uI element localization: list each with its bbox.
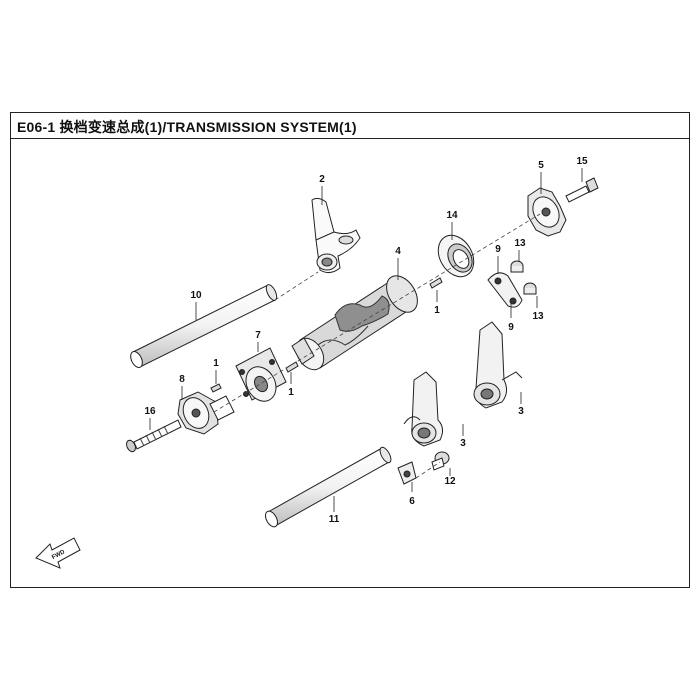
diagram-title: E06-1 换档变速总成(1)/TRANSMISSION SYSTEM(1) [17,119,357,135]
diagram-frame: E06-1 换档变速总成(1)/TRANSMISSION SYSTEM(1) [10,112,690,588]
shift-fork-lower-right [473,321,523,409]
pin-holder-hub [235,347,287,402]
screw-lower-center [431,451,450,471]
title-bar: E06-1 换档变速总成(1)/TRANSMISSION SYSTEM(1) [11,113,689,139]
shift-drum [291,275,418,371]
callout-12: 12 [444,476,456,487]
shift-fork-lower-left [403,371,444,447]
callout-3-right: 3 [518,406,524,417]
callout-1-drum: 1 [434,305,440,316]
callout-5: 5 [538,160,544,171]
pin-left [210,383,222,393]
callout-6: 6 [409,496,415,507]
shift-drum-gear [177,391,235,435]
small-plate [397,461,417,485]
screw-upper [510,260,524,273]
callout-1-center: 1 [288,387,294,398]
callout-3-left: 3 [460,438,466,449]
callout-4: 4 [395,246,401,257]
bearing [437,234,475,278]
callout-1-left: 1 [213,358,219,369]
callout-9-lower: 9 [508,322,514,333]
detent-cam-cap [527,187,567,237]
bolt-upper-right [565,177,599,203]
leader-lines [149,168,583,512]
shift-rod-lower [264,446,392,528]
callout-15: 15 [576,156,588,167]
long-bolt [126,419,182,453]
forward-arrow-icon [35,537,81,569]
callout-14: 14 [446,210,458,221]
callout-10: 10 [190,290,202,301]
callout-9-upper: 9 [495,244,501,255]
callout-11: 11 [329,514,340,525]
assembly-axes [213,213,541,479]
screw-lower [523,282,537,295]
shift-fork-upper [311,197,361,274]
callout-13-upper: 13 [514,238,526,249]
callout-labels: 2 4 14 5 15 9 9 13 13 1 1 1 7 8 16 10 11… [144,156,588,525]
callout-7: 7 [255,330,261,341]
callout-2: 2 [319,174,325,185]
callout-13-lower: 13 [532,311,544,322]
shift-rod-upper [130,284,278,368]
stopper-plate [487,272,523,308]
callout-8: 8 [179,374,185,385]
callout-16: 16 [144,406,156,417]
pin-near-drum [429,277,443,289]
